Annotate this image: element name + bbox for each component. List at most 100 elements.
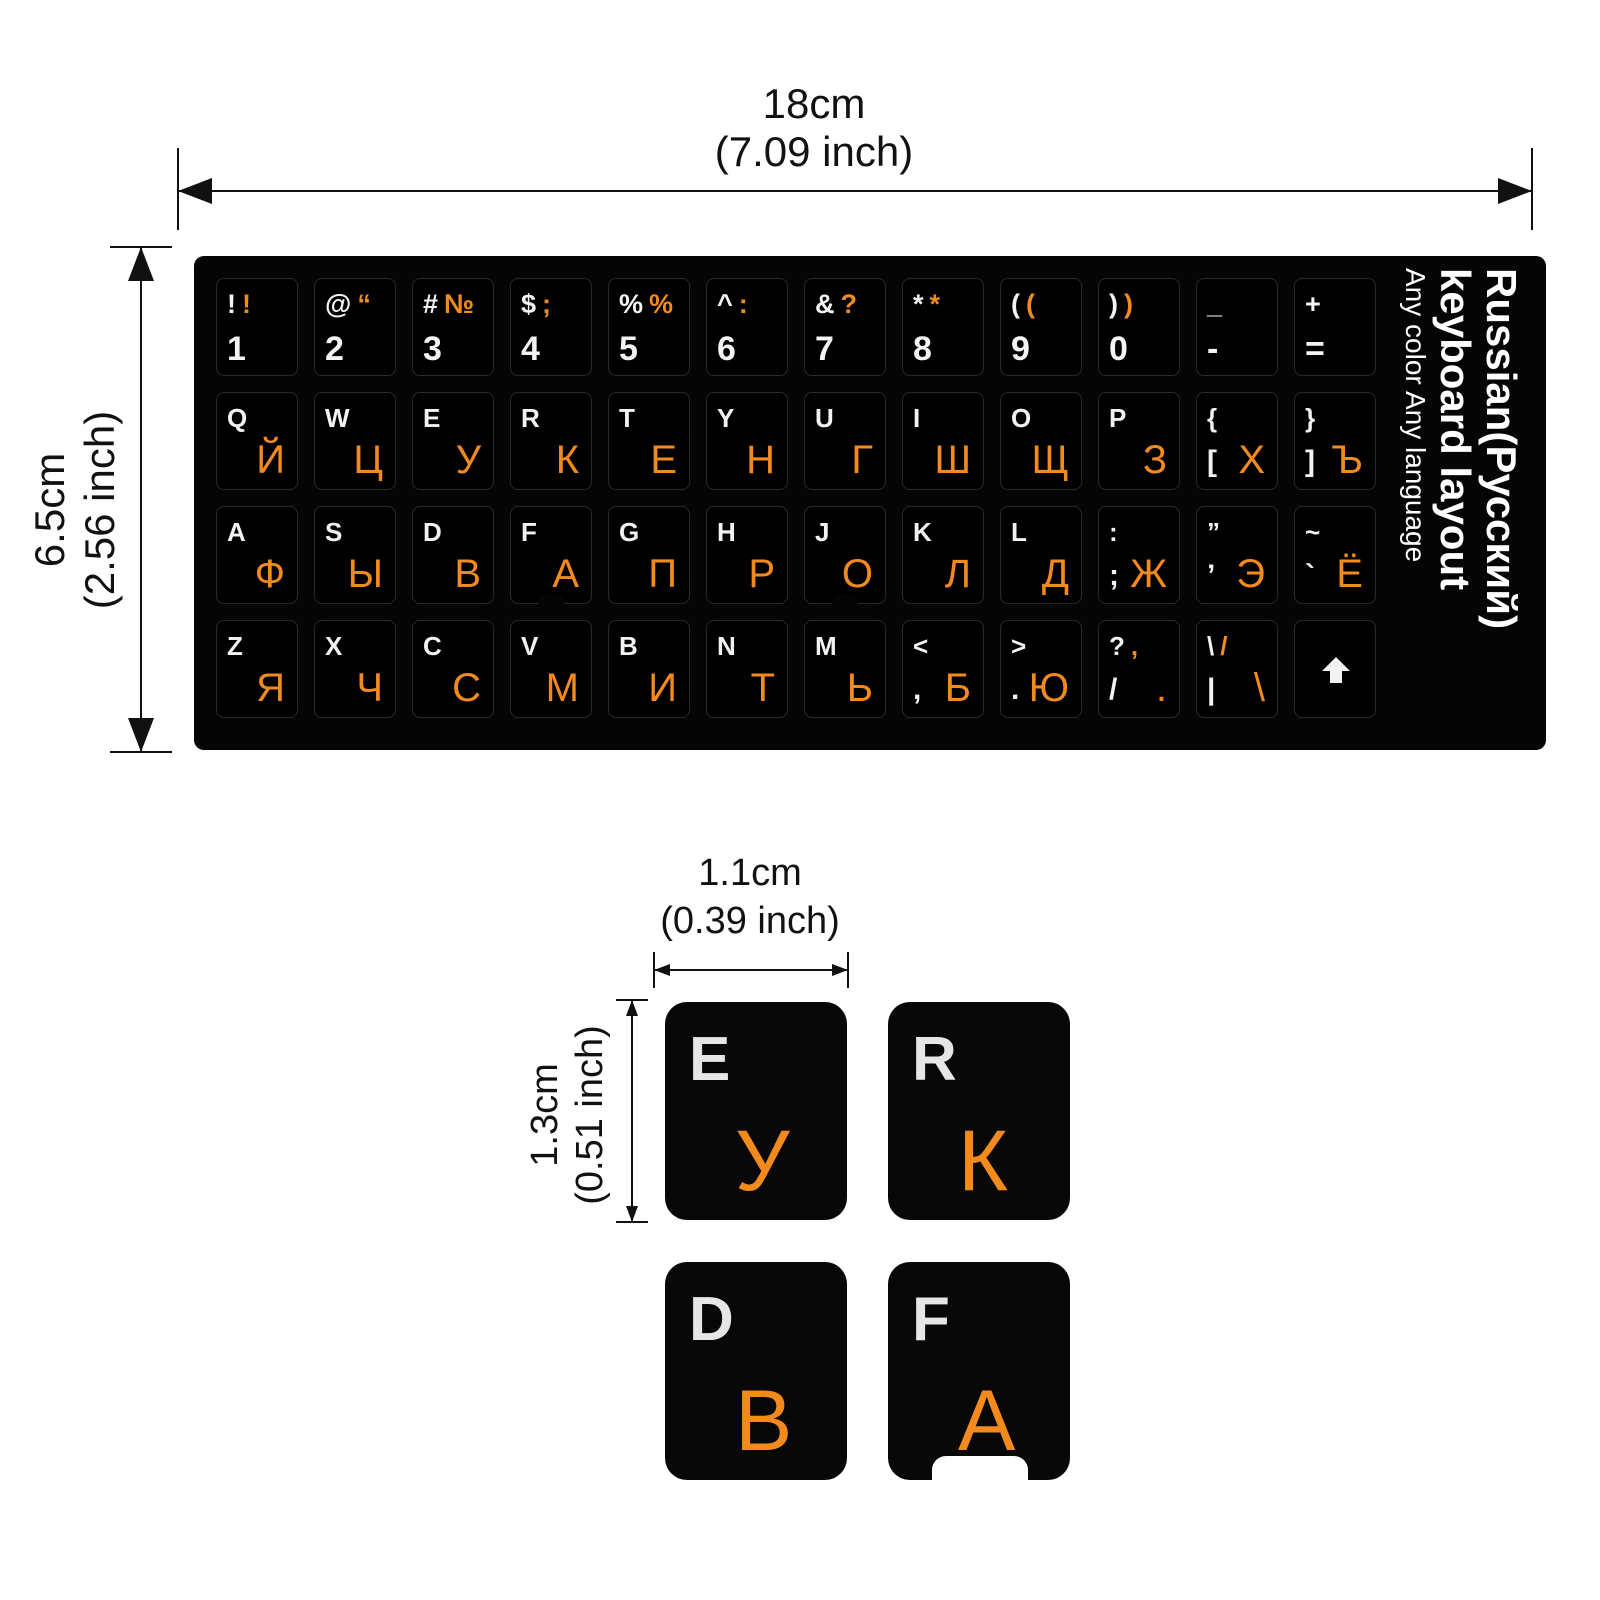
key-cyrillic-letter: К xyxy=(555,438,579,482)
key-number: = xyxy=(1305,330,1325,368)
key-latin-char: A xyxy=(227,517,246,547)
sticker-key: >.Ю xyxy=(1000,620,1082,718)
big-key-latin: D xyxy=(689,1285,734,1354)
width-inch-label: (7.09 inch) xyxy=(714,128,914,175)
height-dimension-arrow xyxy=(110,246,172,753)
sticker-key: {[Х xyxy=(1196,392,1278,490)
key-width-cm-label: 1.1cm xyxy=(698,852,802,894)
key-latin-letter: B xyxy=(619,631,638,662)
key-number: 6 xyxy=(717,330,736,368)
sticker-key: &?7 xyxy=(804,278,886,376)
key-notch xyxy=(932,1456,1028,1480)
sticker-key: $;4 xyxy=(510,278,592,376)
key-cyrillic-symbol: % xyxy=(649,289,674,319)
big-key-cyrillic: К xyxy=(958,1113,1009,1209)
key-latin-symbol: + xyxy=(1305,289,1321,319)
key-height-arrow xyxy=(616,999,648,1223)
key-latin-char: N xyxy=(717,631,736,661)
big-key-cyrillic: В xyxy=(735,1373,793,1469)
key-latin-char: X xyxy=(325,631,343,661)
key-top-symbols: @“ xyxy=(325,289,371,320)
key-latin-char: H xyxy=(717,517,736,547)
key-punctuation: / xyxy=(1109,673,1118,706)
key-cyrillic-letter: Э xyxy=(1236,552,1265,596)
big-key-cyrillic: У xyxy=(735,1113,790,1209)
key-cyrillic-letter: А xyxy=(552,552,579,596)
key-top-symbols: (( xyxy=(1011,289,1035,320)
key-cyrillic-letter: Ф xyxy=(254,552,285,596)
key-latin-letter: W xyxy=(325,403,350,434)
sticker-key xyxy=(1294,620,1376,718)
big-key-f: F А xyxy=(888,1262,1070,1480)
key-latin-letter: ?, xyxy=(1109,631,1138,662)
key-cyrillic-letter: Б xyxy=(944,666,971,710)
key-cyrillic-symbol: № xyxy=(444,289,475,319)
key-latin-letter: F xyxy=(521,517,537,548)
sticker-key: %%5 xyxy=(608,278,690,376)
key-latin-char: } xyxy=(1305,403,1316,433)
key-cyrillic-letter: В xyxy=(454,552,481,596)
key-cyrillic-letter: Щ xyxy=(1031,438,1070,482)
key-cyrillic-letter: \ xyxy=(1253,666,1265,710)
key-top-symbols: _ xyxy=(1207,289,1228,320)
sticker-key: ~`Ё xyxy=(1294,506,1376,604)
key-latin-letter: U xyxy=(815,403,834,434)
sticker-key: += xyxy=(1294,278,1376,376)
key-height-inch-label: (0.51 inch) xyxy=(569,1025,611,1205)
key-latin-letter: V xyxy=(521,631,538,662)
key-latin-symbol: @ xyxy=(325,289,352,319)
key-latin-letter: P xyxy=(1109,403,1126,434)
key-cyrillic-letter: С xyxy=(452,666,481,710)
key-number: 7 xyxy=(815,330,834,368)
key-latin-char: G xyxy=(619,517,640,547)
key-latin-symbol: _ xyxy=(1207,289,1223,319)
key-latin-char: S xyxy=(325,517,343,547)
key-latin-char: < xyxy=(913,631,929,661)
key-latin-symbol: $ xyxy=(521,289,537,319)
key-latin-letter: > xyxy=(1011,631,1026,662)
key-cyrillic-symbol: : xyxy=(738,289,748,319)
key-latin-letter: J xyxy=(815,517,829,548)
key-latin-char: C xyxy=(423,631,442,661)
key-latin-symbol: ) xyxy=(1109,289,1118,319)
key-latin-char: ~ xyxy=(1305,517,1321,547)
key-width-arrow xyxy=(653,952,849,988)
key-punctuation: ; xyxy=(1109,559,1119,592)
key-latin-char: Y xyxy=(717,403,735,433)
width-cm-label: 18cm xyxy=(762,80,866,127)
sticker-key: **8 xyxy=(902,278,984,376)
key-number: - xyxy=(1207,330,1219,368)
key-latin-char: K xyxy=(913,517,932,547)
key-punctuation: ’ xyxy=(1207,559,1216,592)
key-cyrillic-letter: У xyxy=(455,438,481,482)
key-cyrillic-symbol: ; xyxy=(542,289,552,319)
height-cm-label: 6.5cm xyxy=(26,452,73,568)
sticker-key: :;Ж xyxy=(1098,506,1180,604)
key-latin-char: R xyxy=(521,403,540,433)
big-key-latin: E xyxy=(689,1025,731,1094)
key-latin-letter: Z xyxy=(227,631,243,662)
key-top-symbols: + xyxy=(1305,289,1327,320)
key-cyrillic-letter: Ж xyxy=(1130,552,1167,596)
key-cyrillic-symbol: ! xyxy=(242,289,251,319)
key-latin-letter: G xyxy=(619,517,639,548)
key-latin-letter: { xyxy=(1207,403,1217,434)
key-cyrillic-letter: Р xyxy=(748,552,775,596)
key-latin-char: E xyxy=(423,403,441,433)
key-cyrillic-letter: Ш xyxy=(934,438,971,482)
